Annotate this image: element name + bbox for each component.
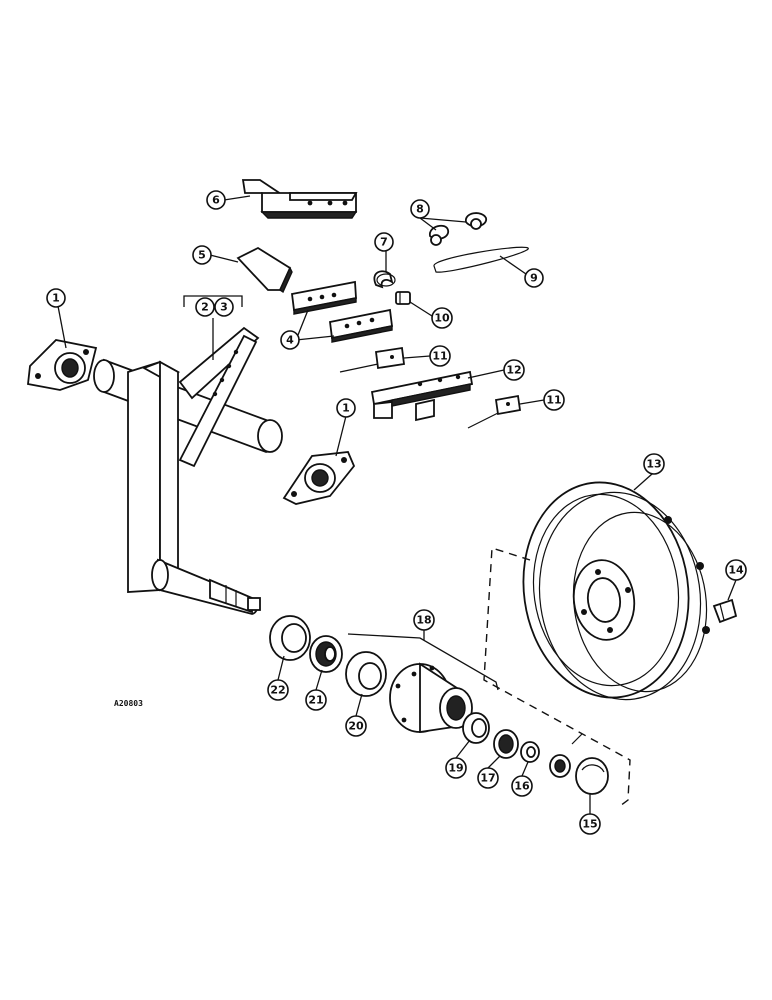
callout-16: 16 [511, 775, 533, 797]
part-11-bolt-upper [339, 346, 406, 373]
callout-1-right: 1 [336, 398, 356, 418]
part-5-bracket [236, 246, 293, 294]
part-8-clamps [429, 212, 487, 246]
callout-11-lower: 11 [543, 389, 565, 411]
svg-text:20: 20 [348, 720, 364, 733]
part-11-bolt-lower [467, 394, 522, 429]
castle-nut [549, 733, 583, 778]
part-7-clip [373, 270, 396, 289]
figure-code: A20803 [114, 699, 143, 708]
svg-text:1: 1 [52, 292, 60, 305]
svg-text:12: 12 [506, 364, 521, 377]
callout-13: 13 [643, 453, 665, 475]
callout-21: 21 [305, 689, 327, 711]
callout-5: 5 [192, 245, 212, 265]
part-16-washer [520, 741, 540, 763]
callout-18: 18 [413, 609, 435, 631]
svg-text:15: 15 [582, 818, 597, 831]
svg-text:3: 3 [220, 301, 228, 314]
callout-12: 12 [503, 359, 525, 381]
part-14-valve-stem [712, 598, 738, 624]
callout-20: 20 [345, 715, 367, 737]
part-18-hub [389, 662, 473, 734]
svg-text:1: 1 [342, 402, 350, 415]
svg-text:9: 9 [530, 272, 538, 285]
svg-text:17: 17 [480, 772, 495, 785]
part-15-hub-cap [575, 757, 609, 795]
callout-1-left: 1 [46, 288, 66, 308]
callout-14: 14 [725, 559, 747, 581]
svg-text:18: 18 [416, 614, 431, 627]
part-12-bracket [370, 370, 474, 422]
part-17-bearing [493, 729, 519, 759]
svg-text:10: 10 [434, 312, 450, 325]
callout-17: 17 [477, 767, 499, 789]
callout-3: 3 [214, 297, 234, 317]
part-20-cup [345, 651, 387, 697]
callout-19: 19 [445, 757, 467, 779]
svg-text:21: 21 [308, 694, 323, 707]
callout-15: 15 [579, 813, 601, 835]
svg-text:4: 4 [286, 334, 294, 347]
callout-8: 8 [410, 199, 430, 219]
part-22-seal [269, 615, 311, 661]
callout-22: 22 [267, 679, 289, 701]
part-6-bracket [241, 179, 358, 219]
axle-frame [93, 326, 283, 615]
part-10-nut [395, 291, 411, 305]
part-21-bearing [309, 635, 343, 673]
callout-6: 6 [206, 190, 226, 210]
svg-text:14: 14 [728, 564, 744, 577]
callout-7: 7 [374, 232, 394, 252]
svg-text:16: 16 [514, 780, 530, 793]
part-19-cup [462, 712, 490, 744]
callout-10: 10 [431, 307, 453, 329]
svg-text:19: 19 [448, 762, 463, 775]
svg-text:13: 13 [646, 458, 661, 471]
callout-2: 2 [195, 297, 215, 317]
svg-text:6: 6 [212, 194, 220, 207]
svg-text:22: 22 [270, 684, 285, 697]
part-1-flange-right [282, 451, 356, 505]
svg-text:5: 5 [198, 249, 206, 262]
svg-text:8: 8 [416, 203, 424, 216]
svg-text:7: 7 [380, 236, 388, 249]
callout-4: 4 [280, 330, 300, 350]
part-9-strap [433, 246, 529, 273]
svg-text:11: 11 [546, 394, 561, 407]
svg-text:11: 11 [432, 350, 447, 363]
svg-text:2: 2 [201, 301, 209, 314]
callout-11-upper: 11 [429, 345, 451, 367]
part-1-flange-left [27, 339, 98, 391]
part-4-plates [291, 280, 393, 343]
callout-9: 9 [524, 268, 544, 288]
part-13-wheel-rim [522, 481, 710, 701]
